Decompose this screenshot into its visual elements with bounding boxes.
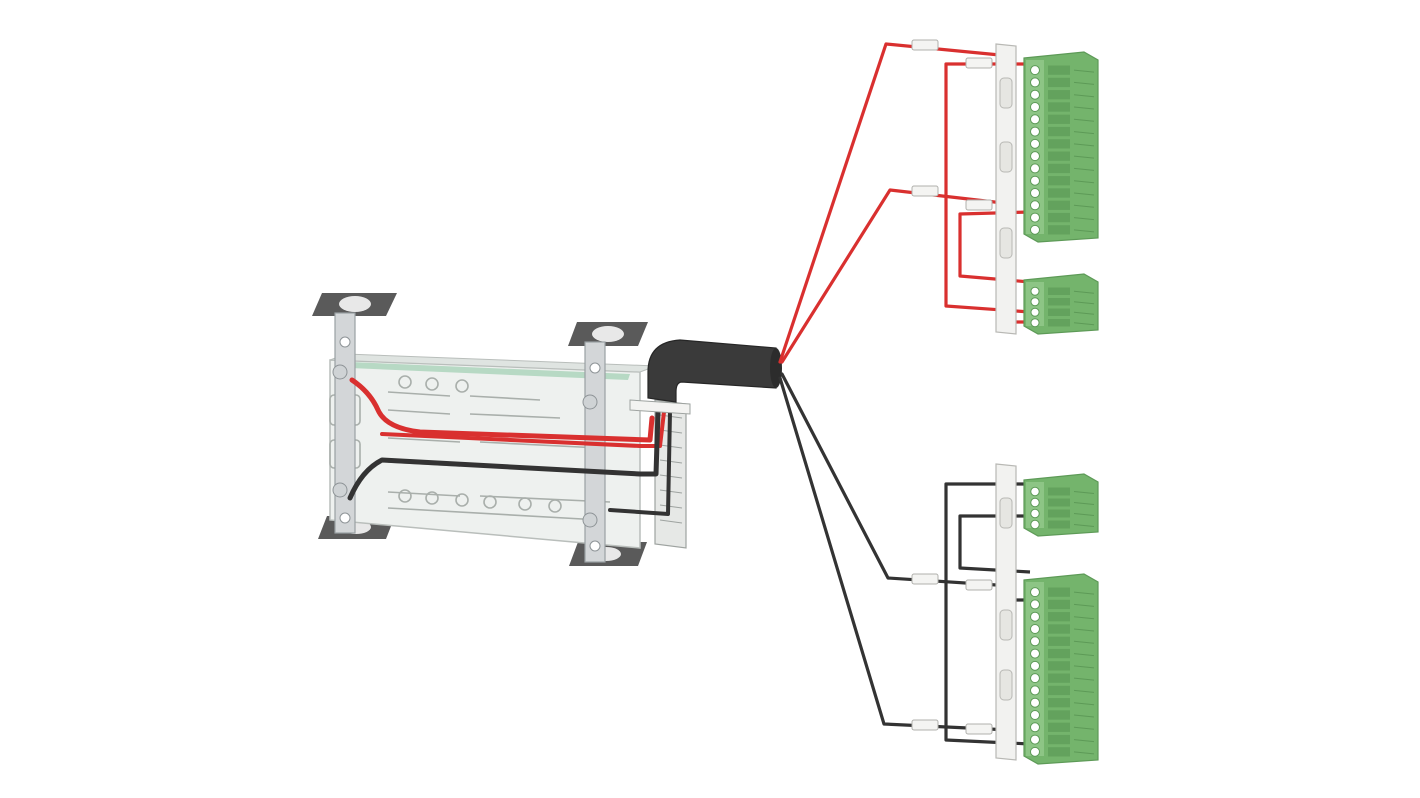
terminal-block-bottom-large <box>1023 573 1099 765</box>
terminal-slot <box>1048 612 1070 622</box>
terminal-screw <box>1030 89 1040 100</box>
terminal-screw <box>1030 746 1040 757</box>
terminal-slot <box>1048 200 1070 210</box>
main-cable-jacket <box>647 339 782 403</box>
mounting-gasket-top-left <box>312 293 397 316</box>
terminal-slot <box>1048 487 1070 496</box>
terminal-block-bottom-small <box>1023 473 1099 537</box>
terminal-screw <box>1030 519 1040 530</box>
terminal-slot <box>1048 298 1070 306</box>
terminal-screw <box>1030 486 1040 497</box>
terminal-slot <box>1048 698 1070 708</box>
terminal-screw <box>1030 611 1040 622</box>
terminal-slot <box>1048 710 1070 720</box>
terminal-screw <box>1030 734 1040 745</box>
terminal-slot <box>1048 624 1070 634</box>
terminal-screw <box>1030 114 1040 125</box>
terminal-slot <box>1048 673 1070 683</box>
terminal-slot <box>1048 599 1070 610</box>
terminal-screw <box>1030 163 1040 174</box>
bottom-wiring-rail <box>911 463 1031 761</box>
terminal-slot <box>1048 90 1070 100</box>
terminal-slot <box>1048 520 1070 529</box>
terminal-slot <box>1048 722 1070 732</box>
mounting-gasket-top-right <box>568 322 648 346</box>
terminal-screw <box>1030 212 1040 223</box>
terminal-slot <box>1048 747 1070 757</box>
terminal-block-top-large <box>1023 51 1099 243</box>
terminal-screw <box>1030 77 1040 88</box>
terminal-screw <box>1030 722 1040 733</box>
terminal-slot <box>1048 509 1070 518</box>
terminal-screw <box>1030 200 1040 211</box>
terminal-screw <box>1030 624 1040 634</box>
terminal-screw <box>1030 648 1040 659</box>
terminal-screw <box>1030 102 1040 112</box>
terminal-screw <box>1030 636 1040 647</box>
terminal-slot <box>1048 287 1070 295</box>
terminal-screw <box>1030 175 1040 186</box>
terminal-screw <box>1030 318 1040 328</box>
terminal-screw <box>1030 599 1040 610</box>
terminal-slot <box>1048 661 1070 671</box>
terminal-slot <box>1048 163 1070 174</box>
terminal-screw <box>1030 126 1040 137</box>
terminal-slot <box>1048 587 1070 597</box>
terminal-screw <box>1030 138 1040 149</box>
terminal-screw <box>1030 685 1040 696</box>
terminal-slot <box>1048 188 1070 198</box>
terminal-slot <box>1048 648 1070 659</box>
top-wiring-rail <box>911 39 1031 335</box>
terminal-slot <box>1048 114 1070 124</box>
terminal-screw <box>1030 286 1040 296</box>
terminal-screw <box>1030 587 1040 598</box>
terminal-blocks <box>1023 51 1099 765</box>
terminal-slot <box>1048 319 1070 327</box>
terminal-screw <box>1030 297 1040 307</box>
terminal-slot <box>1048 102 1070 112</box>
terminal-block-top-small <box>1023 273 1099 335</box>
fanout-wires <box>778 42 1014 732</box>
metal-bracket-left <box>332 312 356 534</box>
metal-bracket-right <box>582 341 606 563</box>
internal-wires <box>347 377 672 516</box>
terminal-slot <box>1048 225 1070 235</box>
terminal-screw <box>1030 224 1040 235</box>
terminal-screw <box>1030 188 1040 198</box>
terminal-slot <box>1048 685 1070 696</box>
terminal-screw <box>1030 508 1040 519</box>
backplane-module <box>312 293 691 566</box>
terminal-screw <box>1030 673 1040 684</box>
terminal-screw <box>1030 697 1040 708</box>
terminal-slot <box>1048 308 1070 316</box>
terminal-screw <box>1030 65 1040 76</box>
terminal-screw <box>1030 660 1040 671</box>
terminal-slot <box>1048 176 1070 186</box>
terminal-screw <box>1030 151 1040 162</box>
terminal-slot <box>1048 65 1070 75</box>
terminal-slot <box>1048 636 1070 646</box>
terminal-slot <box>1048 151 1070 161</box>
terminal-slot <box>1048 77 1070 88</box>
terminal-slot <box>1048 126 1070 137</box>
terminal-slot <box>1048 734 1070 745</box>
pcb-green-strip <box>350 362 630 380</box>
terminal-screw <box>1030 710 1040 720</box>
terminal-screw <box>1030 307 1040 317</box>
terminal-screw <box>1030 497 1040 508</box>
terminal-slot <box>1048 139 1070 149</box>
terminal-slot <box>1048 212 1070 223</box>
terminal-slot <box>1048 498 1070 507</box>
